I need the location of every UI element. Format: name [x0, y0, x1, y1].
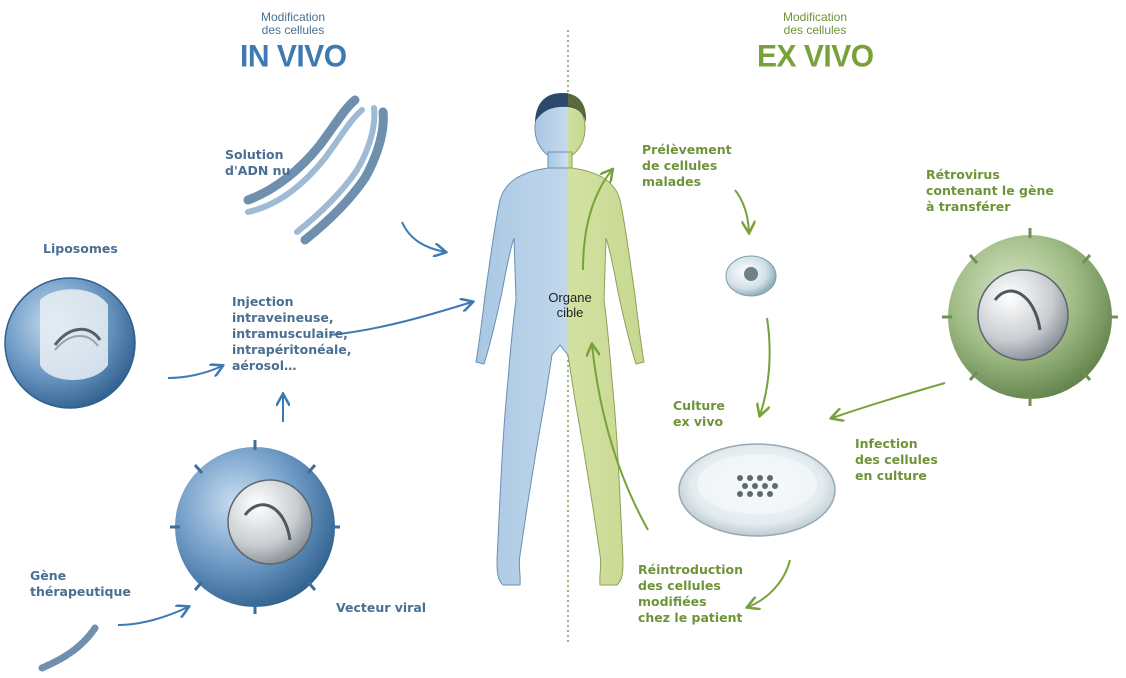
arrow-culture-to-reintro	[748, 560, 790, 607]
liposomes-label: Liposomes	[43, 241, 118, 257]
arrow-liposome-to-injection	[168, 366, 222, 378]
arrow-retrovirus-to-culture	[832, 383, 945, 418]
therapeutic-gene-label: Gène thérapeutique	[30, 568, 131, 600]
therapeutic-gene-icon	[42, 628, 95, 668]
isolated-cell-icon	[726, 256, 776, 296]
culture-label: Culture ex vivo	[673, 398, 725, 430]
petri-dish-icon	[679, 444, 835, 536]
sampling-label: Prélèvement de cellules malades	[642, 142, 732, 190]
ex-vivo-subtitle: Modification des cellules	[770, 11, 860, 37]
dna-solution-label: Solution d'ADN nu	[225, 147, 290, 179]
liposome-icon	[5, 278, 135, 408]
infection-label: Infection des cellules en culture	[855, 436, 938, 484]
arrow-dna-to-body	[402, 222, 445, 252]
arrow-gene-to-vector	[118, 607, 188, 625]
retrovirus-icon	[942, 228, 1118, 406]
arrow-sampling-to-cell	[735, 190, 749, 232]
arrow-cell-to-culture	[760, 318, 770, 415]
retrovirus-label: Rétrovirus contenant le gène à transfére…	[926, 167, 1054, 215]
viral-vector-label: Vecteur viral	[336, 600, 426, 616]
in-vivo-subtitle: Modification des cellules	[248, 11, 338, 37]
injection-label: Injection intraveineuse, intramusculaire…	[232, 294, 352, 374]
ex-vivo-title: EX VIVO	[757, 39, 874, 75]
reintroduction-label: Réintroduction des cellules modifiées ch…	[638, 562, 743, 626]
human-figure	[476, 93, 644, 585]
in-vivo-title: IN VIVO	[240, 39, 347, 75]
viral-vector-icon	[170, 440, 340, 614]
target-organ-label: Organe cible	[540, 290, 600, 320]
